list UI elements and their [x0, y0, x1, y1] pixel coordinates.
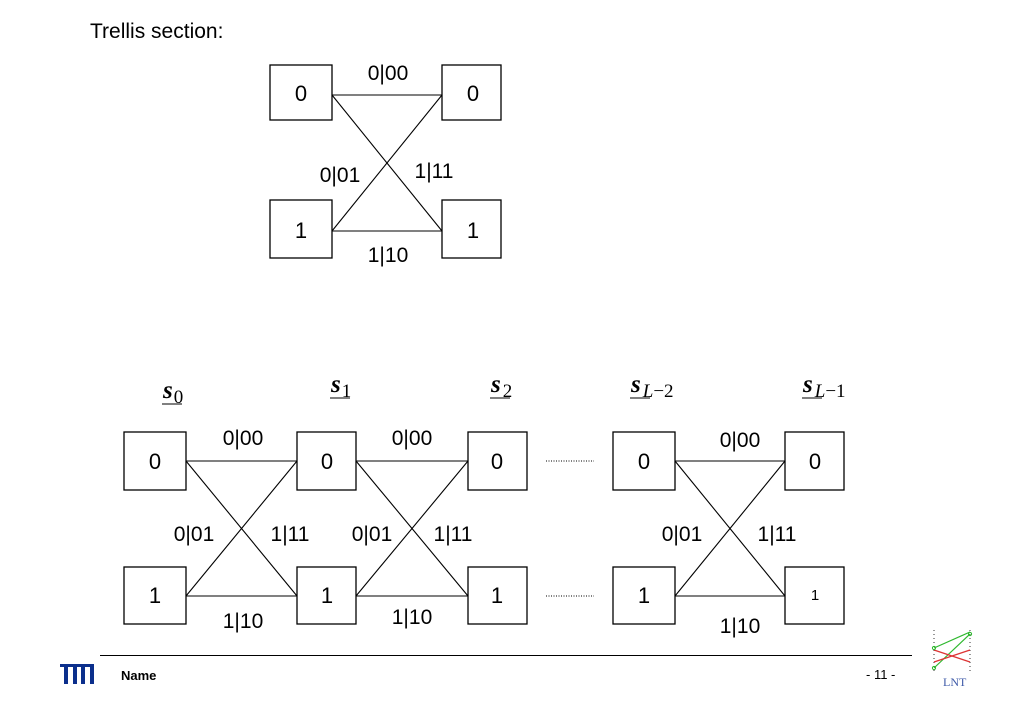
tum-logo-icon	[60, 664, 94, 684]
state-value: 0	[638, 449, 650, 474]
state-box	[296, 566, 357, 625]
edge-label: 1|10	[720, 615, 761, 638]
state-box	[612, 566, 676, 625]
slide-title: Trellis section:	[90, 20, 224, 43]
state-value: 0	[809, 449, 821, 474]
edge-label: 1|11	[434, 523, 473, 546]
edge-label: 1|10	[368, 244, 409, 267]
state-value: 1	[295, 218, 307, 243]
edge-label: 0|00	[223, 427, 264, 450]
state-value: 1	[467, 218, 479, 243]
state-box	[269, 64, 333, 121]
state-box	[441, 64, 502, 121]
edge-cross-up	[185, 460, 298, 597]
page-number: - 11 -	[866, 667, 896, 682]
edge-cross-up	[355, 460, 469, 597]
state-value: 0	[491, 449, 503, 474]
edge-label: 1|11	[271, 523, 310, 546]
state-box	[123, 566, 187, 625]
state-var-label: s0	[162, 377, 183, 408]
state-box	[467, 566, 528, 625]
edge-label: 0|01	[352, 523, 393, 546]
state-value: 1	[638, 583, 650, 608]
state-box	[269, 199, 333, 259]
state-var-label: s1	[330, 371, 351, 402]
state-value: 0	[321, 449, 333, 474]
state-box	[441, 199, 502, 259]
trellis-section: 0 0 1 1 0|00 0|01 1|11 1|10	[269, 62, 502, 267]
footer-name: Name	[121, 668, 157, 683]
state-value: 0	[467, 81, 479, 106]
state-value: 1	[149, 583, 161, 608]
state-box	[296, 431, 357, 491]
edge-label: 0|00	[392, 427, 433, 450]
footer-divider	[100, 655, 912, 656]
state-value: 0	[295, 81, 307, 106]
edge-label: 0|00	[720, 429, 761, 452]
state-value: 1	[491, 583, 503, 608]
state-value: 1	[811, 587, 819, 604]
lnt-logo-icon: LNT	[931, 630, 973, 689]
edge-label: 0|01	[662, 523, 703, 546]
lnt-logo-text: LNT	[943, 675, 967, 689]
edge-label: 0|01	[320, 164, 361, 187]
edge-label: 1|11	[415, 160, 454, 183]
edge-label: 1|10	[392, 606, 433, 629]
state-value: 0	[149, 449, 161, 474]
state-value: 1	[321, 583, 333, 608]
state-box	[784, 431, 845, 491]
state-box	[612, 431, 676, 491]
edge-cross-up	[674, 460, 786, 597]
state-box	[467, 431, 528, 491]
edge-label: 1|10	[223, 610, 264, 633]
edge-label: 1|11	[758, 523, 797, 546]
edge-label: 0|01	[174, 523, 215, 546]
state-box	[123, 431, 187, 491]
edge-label: 0|00	[368, 62, 409, 85]
edge-cross-up	[331, 94, 443, 232]
state-box	[784, 566, 845, 625]
